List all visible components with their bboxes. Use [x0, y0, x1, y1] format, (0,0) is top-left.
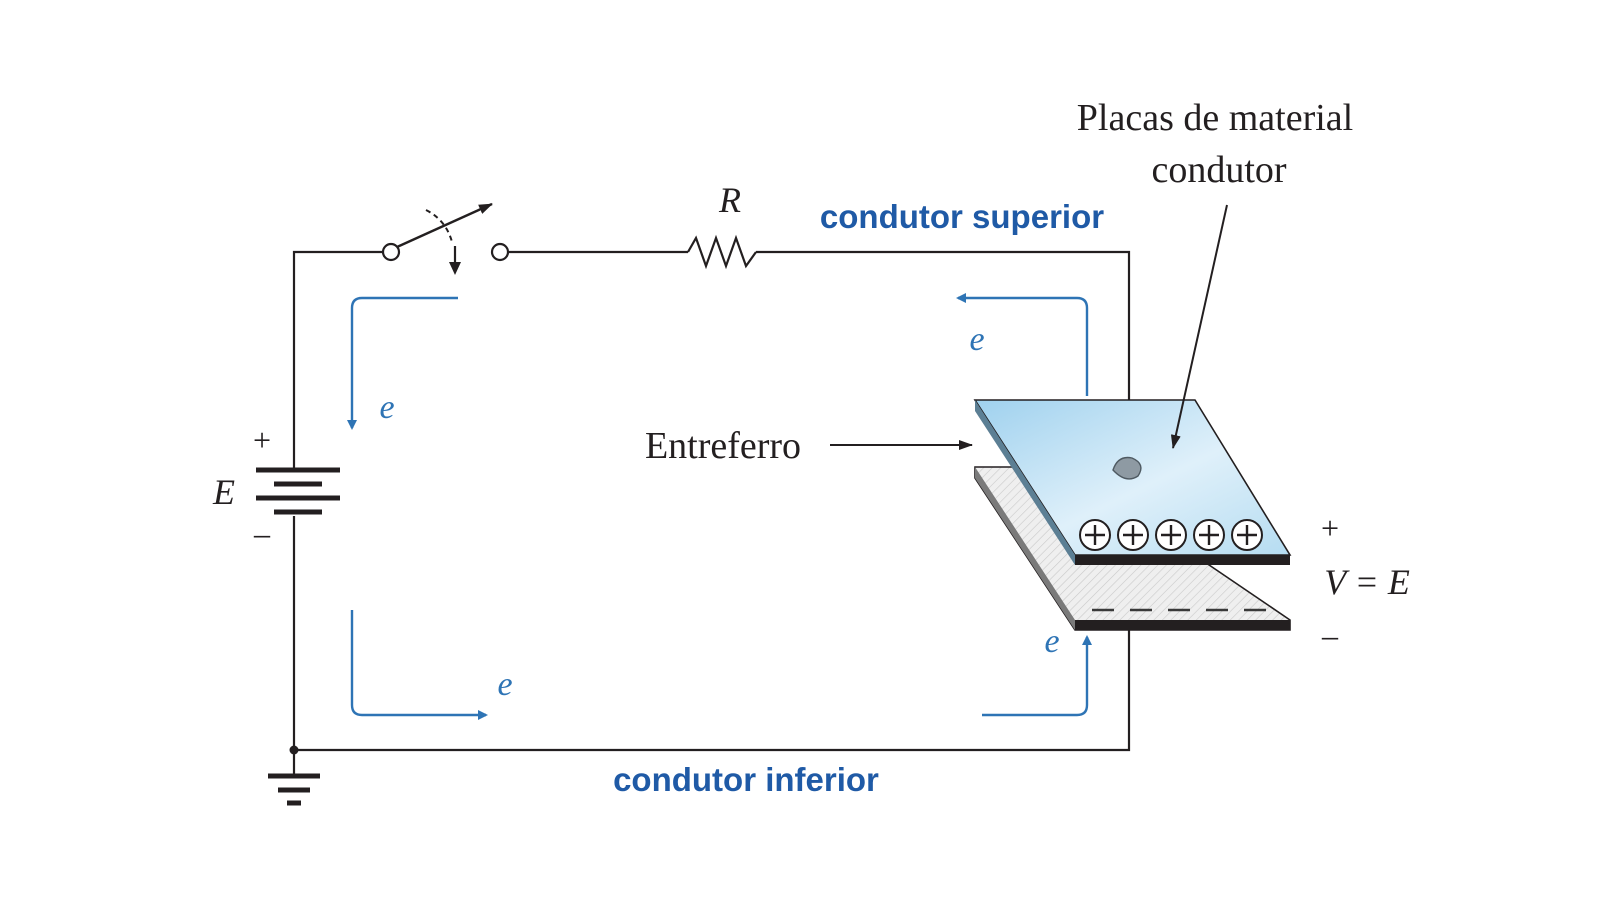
voltage-minus: –: [1321, 617, 1339, 653]
bottom-conductor-label: condutor inferior: [613, 761, 879, 798]
plates-label-line2: condutor: [1151, 149, 1286, 191]
source-plus: +: [253, 422, 271, 458]
electron-flow-arrows: [347, 293, 1092, 720]
electron-label: e: [1044, 623, 1059, 660]
voltage-plus: +: [1321, 510, 1339, 546]
source-minus: –: [253, 515, 271, 551]
plates-pointer-arrow: [1170, 204, 1228, 449]
electron-label: e: [497, 666, 512, 703]
source-label: E: [212, 472, 235, 512]
ground-icon: [268, 745, 320, 806]
electron-label: e: [379, 389, 394, 426]
plates-label-line1: Placas de material: [1077, 97, 1353, 139]
voltage-label: V = E: [1324, 562, 1410, 602]
resistor-label: R: [718, 180, 741, 220]
capacitor-plates-icon: [973, 399, 1292, 631]
resistor-icon: [687, 234, 757, 270]
circuit-wires: [292, 250, 1131, 752]
battery-icon: [256, 445, 340, 515]
electron-label: e: [969, 321, 984, 358]
air-gap-label: Entreferro: [645, 425, 801, 467]
top-conductor-label: condutor superior: [820, 198, 1104, 235]
positive-charges: [1079, 519, 1263, 551]
switch-icon[interactable]: [381, 202, 510, 275]
